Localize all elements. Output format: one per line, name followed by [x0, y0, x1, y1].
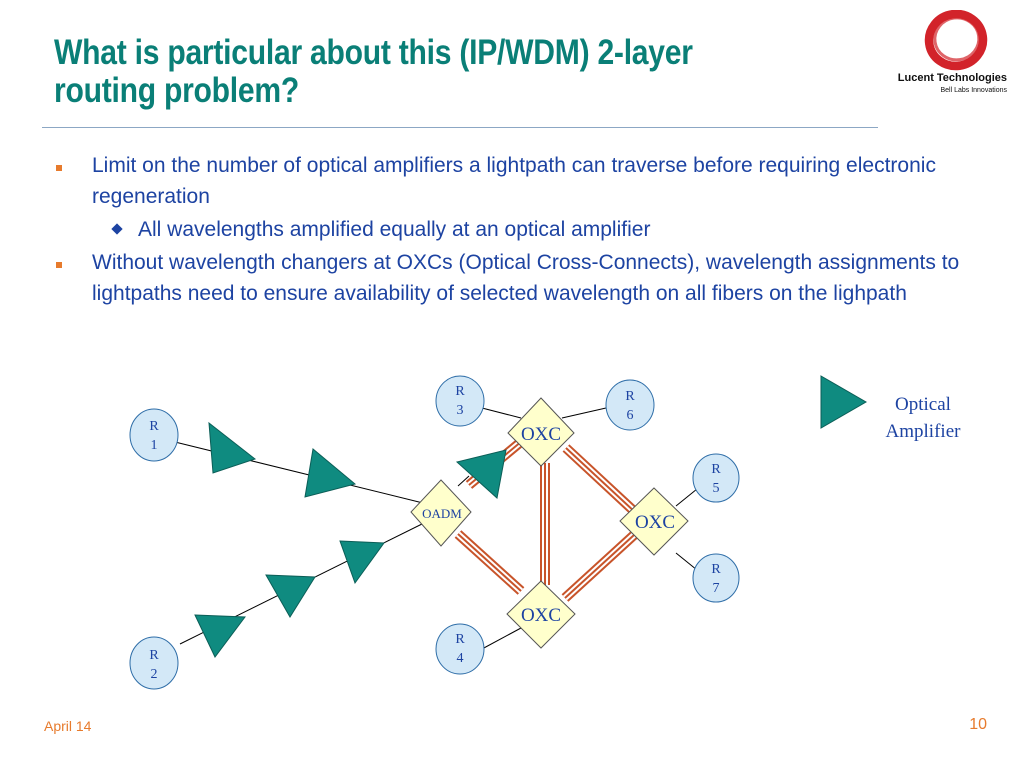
- oxc-bottom-node: [506, 580, 576, 649]
- router-r3-number: 3: [457, 403, 464, 418]
- oxc-top-label: OXC: [521, 424, 561, 445]
- router-r2-number: 2: [151, 667, 158, 682]
- router-r5-label: R: [711, 462, 721, 477]
- optical-nodes: OADM OXC OXC OXC: [410, 397, 689, 649]
- link-r4-oxc: [481, 627, 522, 650]
- bullet-text: Without wavelength changers at OXCs (Opt…: [92, 251, 960, 305]
- link-oadm-amp: [457, 475, 470, 487]
- square-bullet-icon: [56, 165, 62, 171]
- link-r3-oxc: [481, 407, 522, 419]
- link-r7-oxc: [675, 552, 698, 571]
- legend-line-2: Amplifier: [885, 421, 961, 442]
- footer-date: April 14: [44, 718, 92, 734]
- logo-name: Lucent Technologies: [897, 72, 1007, 84]
- router-r3: R 3: [435, 375, 485, 427]
- router-r3-label: R: [455, 384, 465, 399]
- lucent-logo: Lucent Technologies Bell Labs Innovation…: [886, 9, 1010, 98]
- title-line-2: routing problem?: [54, 71, 300, 110]
- page-number: 10: [969, 716, 987, 733]
- amplifiers: [194, 421, 507, 658]
- router-r6-number: 6: [627, 408, 634, 423]
- router-r2-label: R: [149, 648, 159, 663]
- router-r1: R 1: [129, 408, 179, 462]
- router-r6-label: R: [625, 389, 635, 404]
- oxc-top-node: [507, 397, 575, 467]
- amplifier-icon: [194, 614, 246, 658]
- sub-bullet-item: All wavelengths amplified equally at an …: [56, 214, 996, 245]
- router-r5-number: 5: [713, 481, 720, 496]
- legend-line-1: Optical: [895, 394, 951, 415]
- slide-title: What is particular about this (IP/WDM) 2…: [54, 34, 776, 110]
- lucent-ring-icon: [924, 9, 988, 71]
- bullet-item: Without wavelength changers at OXCs (Opt…: [56, 247, 996, 309]
- logo-tagline: Bell Labs Innovations: [940, 87, 1007, 94]
- routers: R 1 R 2 R 3 R 4 R 5: [129, 375, 740, 690]
- oadm-node: [410, 479, 472, 547]
- link-r6-oxc: [561, 407, 607, 419]
- router-r5: R 5: [692, 453, 740, 503]
- router-r7-number: 7: [713, 581, 720, 596]
- amplifier-icon: [339, 540, 385, 585]
- router-r6: R 6: [605, 379, 655, 431]
- oxc-right-node: [619, 487, 689, 556]
- amplifier-icon: [208, 421, 257, 474]
- bullet-text: Limit on the number of optical amplifier…: [92, 154, 936, 208]
- router-r4-label: R: [455, 632, 465, 647]
- router-r2: R 2: [129, 636, 179, 690]
- bullet-list: Limit on the number of optical amplifier…: [56, 150, 996, 309]
- router-r7-label: R: [711, 562, 721, 577]
- router-r1-label: R: [149, 419, 159, 434]
- oxc-bottom-label: OXC: [521, 605, 561, 626]
- sub-bullet-text: All wavelengths amplified equally at an …: [138, 218, 651, 241]
- link-r5-oxc: [675, 488, 698, 507]
- bullet-item: Limit on the number of optical amplifier…: [56, 150, 996, 212]
- amplifier-icon: [304, 448, 357, 498]
- title-line-1: What is particular about this (IP/WDM) 2…: [54, 33, 693, 72]
- title-divider: [42, 127, 878, 128]
- legend-amplifier-icon: [820, 375, 867, 429]
- router-r4: R 4: [435, 623, 485, 675]
- square-bullet-icon: [56, 262, 62, 268]
- amplifier-icon: [455, 449, 507, 499]
- amplifier-icon: [265, 574, 316, 618]
- router-r1-number: 1: [151, 438, 158, 453]
- legend: Optical Amplifier: [868, 391, 978, 445]
- router-r7: R 7: [692, 553, 740, 603]
- oxc-right-label: OXC: [635, 512, 675, 533]
- router-r4-number: 4: [457, 651, 464, 666]
- oadm-label: OADM: [422, 506, 462, 521]
